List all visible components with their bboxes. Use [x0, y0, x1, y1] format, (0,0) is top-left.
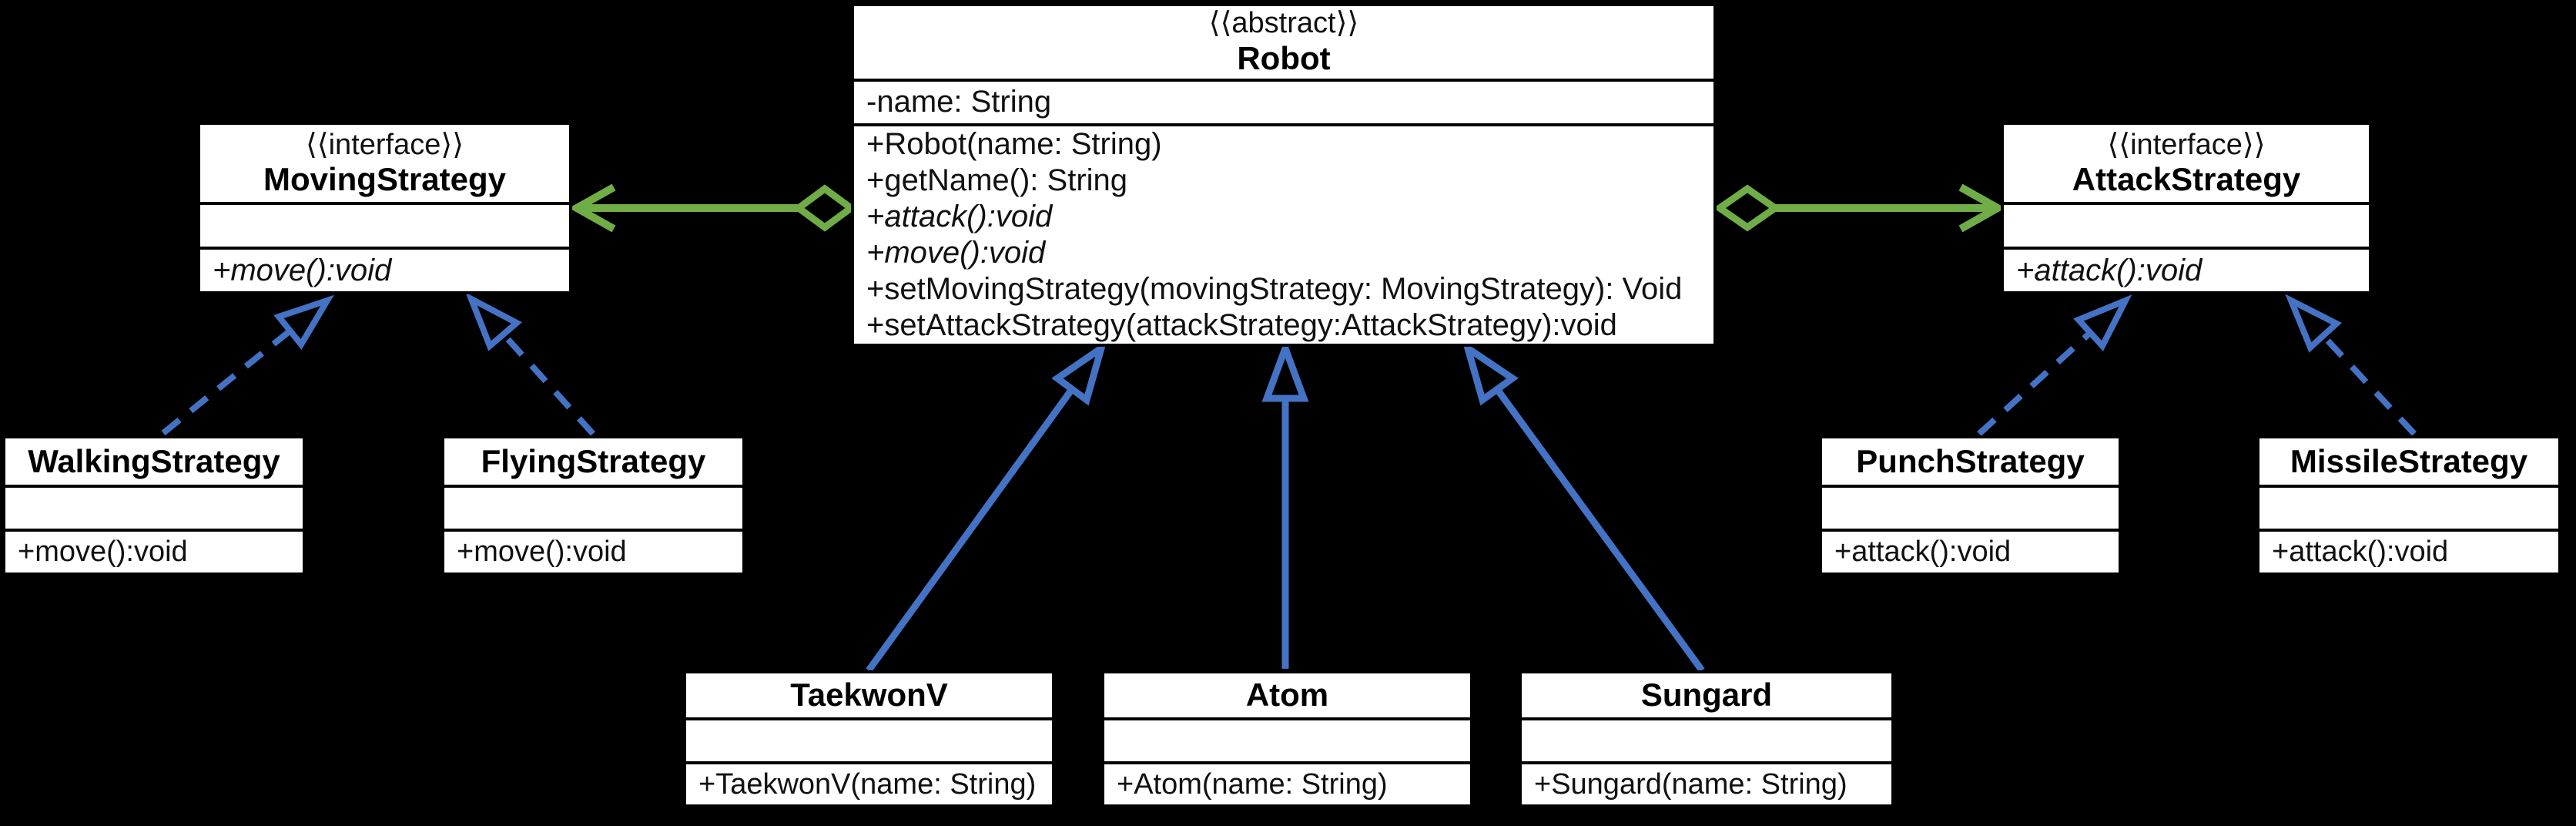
generalization-taekwonv-robot [866, 340, 1107, 673]
hollow-triangle-icon [273, 294, 334, 350]
attributes-section-empty [5, 485, 303, 529]
class-header: ⟨⟨abstract⟩⟩ Robot [854, 6, 1713, 79]
class-name: TaekwonV [790, 677, 948, 714]
realization-punchstrategy-attackstrategy [1977, 294, 2132, 436]
aggregation-diamond-icon [792, 184, 857, 232]
methods-section: +Sungard(name: String) [1522, 761, 1891, 804]
class-header: MissileStrategy [2259, 438, 2558, 485]
class-method-abstract: +attack():void [866, 200, 1053, 233]
attributes-section-empty [2259, 485, 2558, 529]
hollow-triangle-icon [465, 292, 523, 351]
class-box-punchstrategy: PunchStrategy +attack():void [1819, 435, 2122, 576]
hollow-triangle-icon [1261, 338, 1309, 402]
class-method-abstract: +move():void [866, 236, 1046, 270]
aggregation-robot-attackstrategy [1713, 183, 2006, 233]
hollow-triangle-icon [1051, 340, 1107, 406]
hollow-triangle-icon [2285, 294, 2342, 353]
methods-section: +move():void [200, 247, 569, 291]
realization-flyingstrategy-movingstrategy [465, 292, 595, 436]
attributes-section-empty [1522, 717, 1891, 761]
class-header: ⟨⟨interface⟩⟩ MovingStrategy [200, 125, 569, 202]
class-name: Robot [1237, 39, 1331, 76]
class-box-movingstrategy: ⟨⟨interface⟩⟩ MovingStrategy +move():voi… [197, 122, 572, 294]
attributes-section-empty [2004, 202, 2369, 247]
methods-section: +attack():void [1822, 529, 2119, 572]
class-name: MissileStrategy [2290, 442, 2528, 479]
hollow-triangle-icon [2073, 294, 2132, 351]
class-name: Sungard [1640, 677, 1773, 714]
attributes-section-empty [1104, 717, 1470, 761]
class-method: +Robot(name: String) [866, 127, 1162, 161]
class-method: +Sungard(name: String) [1534, 767, 1847, 801]
class-method: +move():void [457, 536, 627, 568]
class-box-robot: ⟨⟨abstract⟩⟩ Robot -name: String +Robot(… [851, 3, 1717, 347]
class-attribute: -name: String [866, 85, 1052, 119]
attributes-section-empty [444, 485, 742, 529]
methods-section: +move():void [5, 529, 303, 572]
aggregation-diamond-icon [1713, 184, 1781, 232]
class-box-sungard: Sungard +Sungard(name: String) [1519, 670, 1894, 808]
class-header: PunchStrategy [1822, 438, 2119, 485]
class-box-walkingstrategy: WalkingStrategy +move():void [2, 435, 306, 576]
open-arrowhead-icon [1958, 183, 2006, 233]
methods-section: +TaekwonV(name: String) [686, 761, 1052, 804]
class-method: +setAttackStrategy(attackStrategy:Attack… [866, 308, 1617, 342]
methods-section: +Atom(name: String) [1104, 761, 1470, 804]
attributes-section-empty [686, 717, 1052, 761]
class-name: AttackStrategy [2072, 161, 2301, 198]
class-box-flyingstrategy: FlyingStrategy +move():void [441, 435, 745, 576]
class-name: FlyingStrategy [481, 442, 706, 479]
class-box-atom: Atom +Atom(name: String) [1101, 670, 1473, 808]
methods-section: +attack():void [2004, 247, 2369, 291]
class-method: +attack():void [2272, 536, 2449, 568]
class-method: +Atom(name: String) [1117, 767, 1388, 801]
realization-missilestrategy-attackstrategy [2285, 294, 2417, 436]
class-name: Atom [1245, 677, 1329, 714]
open-arrowhead-icon [568, 183, 616, 233]
class-method-abstract: +move():void [213, 253, 392, 287]
class-method: +move():void [18, 536, 188, 568]
class-header: WalkingStrategy [5, 438, 303, 485]
class-header: ⟨⟨interface⟩⟩ AttackStrategy [2004, 125, 2369, 202]
class-name: PunchStrategy [1856, 442, 2085, 479]
methods-section: +attack():void [2259, 529, 2558, 572]
aggregation-robot-movingstrategy [568, 183, 857, 233]
class-stereotype: ⟨⟨interface⟩⟩ [305, 128, 464, 161]
attributes-section-empty [1822, 485, 2119, 529]
class-header: Sungard [1522, 673, 1891, 717]
class-method-abstract: +attack():void [2016, 253, 2202, 287]
class-name: MovingStrategy [263, 161, 507, 198]
class-method: +TaekwonV(name: String) [698, 767, 1037, 801]
class-stereotype: ⟨⟨abstract⟩⟩ [1208, 7, 1359, 40]
attributes-section-empty [200, 202, 569, 247]
generalization-atom-robot [1261, 338, 1309, 669]
attributes-section: -name: String [854, 78, 1713, 123]
class-header: Atom [1104, 673, 1470, 717]
methods-section: +move():void [444, 529, 742, 572]
class-header: FlyingStrategy [444, 438, 742, 485]
realization-walkingstrategy-movingstrategy [161, 294, 334, 436]
class-name: WalkingStrategy [28, 442, 280, 479]
class-method: +setMovingStrategy(movingStrategy: Movin… [866, 272, 1683, 306]
class-box-attackstrategy: ⟨⟨interface⟩⟩ AttackStrategy +attack():v… [2001, 122, 2372, 294]
class-box-missilestrategy: MissileStrategy +attack():void [2256, 435, 2561, 576]
hollow-triangle-icon [1462, 340, 1519, 406]
class-method: +attack():void [1834, 536, 2012, 568]
class-method: +getName(): String [866, 163, 1128, 197]
methods-section: +Robot(name: String) +getName(): String … [854, 123, 1713, 344]
class-box-taekwonv: TaekwonV +TaekwonV(name: String) [683, 670, 1055, 808]
class-header: TaekwonV [686, 673, 1052, 717]
generalization-sungard-robot [1462, 340, 1705, 673]
class-stereotype: ⟨⟨interface⟩⟩ [2107, 128, 2266, 161]
